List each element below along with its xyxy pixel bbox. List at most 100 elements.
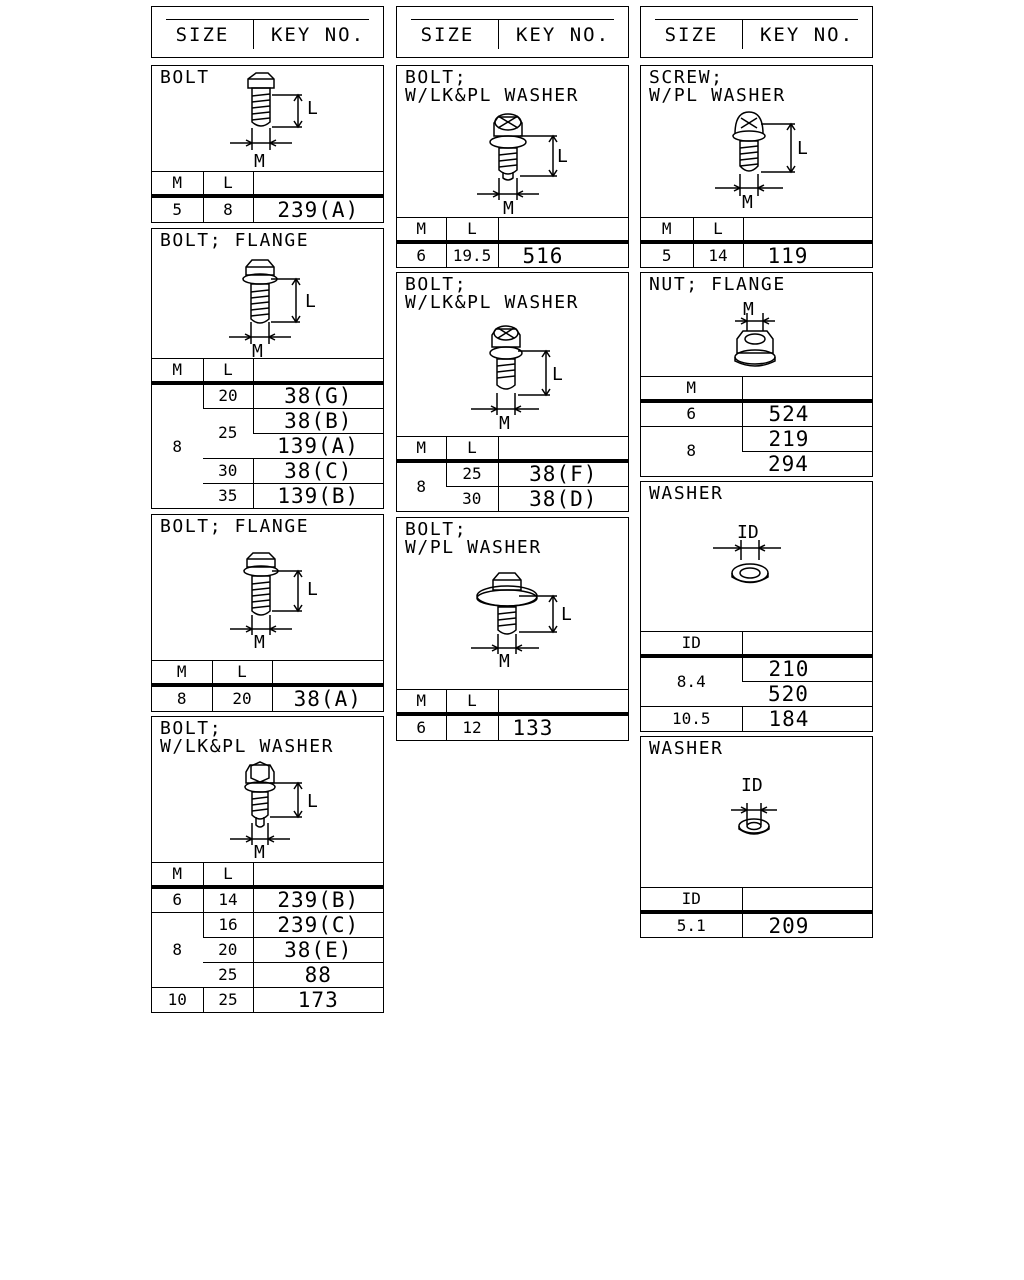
dimension-m-label: M: [742, 192, 753, 213]
dimension-l-label: L: [797, 138, 808, 159]
size-id-cell: 10.5: [641, 705, 742, 731]
size-l-cell: 30: [446, 485, 498, 511]
key-no-cell: 88: [252, 961, 383, 987]
flange-bolt-drawing: [230, 552, 303, 635]
dimension-l-label: L: [552, 364, 563, 385]
size-l-cell: 12: [445, 712, 498, 740]
size-l-cell: 25: [202, 986, 253, 1012]
col-header-m: M: [641, 376, 742, 401]
size-m-cell: 6: [641, 399, 742, 426]
col-header-l: L: [202, 171, 253, 196]
size-l-cell: 8: [202, 194, 253, 222]
bolt-pl-washer-drawing: [471, 572, 558, 654]
key-no-cell: 38(C): [252, 457, 383, 483]
col-header-m: M: [641, 217, 693, 242]
size-l-cell: 35: [203, 482, 253, 508]
washer-drawing: [731, 803, 777, 835]
column-header-3: SIZE KEY NO.: [640, 6, 873, 58]
table-row: 294: [641, 450, 872, 476]
key-no-cell: 139(A): [253, 432, 383, 458]
col-header-l: L: [202, 358, 253, 383]
col-header-m: M: [397, 436, 446, 461]
table-row: 139(A): [152, 432, 383, 458]
col-header-id: ID: [641, 887, 742, 912]
size-m-cell: 8: [641, 425, 742, 476]
dimension-m-label: M: [499, 651, 510, 672]
size-m-cell: 10: [152, 986, 203, 1012]
flange-nut-drawing: [734, 313, 776, 367]
panel-title-line1: BOLT;: [405, 274, 468, 295]
panel-title: NUT; FLANGE: [649, 274, 786, 295]
panel-title-line1: BOLT;: [405, 67, 468, 88]
panel-title-line2: W/LK&PL WASHER: [160, 736, 335, 757]
key-no-cell: 239(C): [252, 911, 383, 937]
bolt-lk-pl-washer-drawing: [477, 113, 558, 200]
size-l-cell: 20: [202, 381, 253, 408]
key-no-cell: 520: [742, 680, 872, 706]
panel-title-line2: W/LK&PL WASHER: [405, 85, 580, 106]
key-no-cell: 184: [741, 705, 872, 731]
panel-title-line1: SCREW;: [649, 67, 724, 88]
size-l-cell: 30: [203, 457, 253, 483]
size-m-cell: 5: [152, 194, 203, 222]
col-header-l: L: [445, 436, 498, 461]
size-m-cell: 5: [641, 240, 693, 267]
dimension-m-label: M: [254, 842, 265, 863]
flange-bolt-drawing: [229, 259, 301, 344]
col-header-m: M: [152, 660, 212, 685]
col-header-m: M: [152, 358, 203, 383]
dimension-l-label: L: [561, 604, 572, 625]
panel-title-line1: BOLT;: [405, 519, 468, 540]
bolt-drawing: [230, 72, 303, 150]
size-l-cell: 25: [445, 459, 498, 486]
key-no-cell: 38(B): [252, 407, 383, 433]
size-m-cell: 6: [397, 712, 446, 740]
panel-title: BOLT: [160, 67, 210, 88]
col-header-m: M: [397, 217, 446, 242]
screw-pl-washer-drawing: [715, 111, 796, 196]
dimension-m-label: M: [254, 632, 265, 653]
key-no-cell: 219: [741, 425, 872, 451]
dimension-l-label: L: [307, 98, 318, 119]
key-no-cell: 38(G): [252, 381, 383, 408]
key-no-cell: 119: [742, 240, 872, 267]
column-header-1: SIZE KEY NO.: [151, 6, 384, 58]
col-header-m: M: [397, 689, 446, 714]
col-header-id: ID: [641, 631, 742, 656]
dimension-l-label: L: [305, 291, 316, 312]
key-no-cell: 173: [252, 986, 383, 1012]
col-header-l: L: [445, 217, 498, 242]
dimension-m-label: M: [743, 299, 754, 320]
col-header-l: L: [692, 217, 743, 242]
key-no-cell: 516: [497, 240, 628, 267]
washer-drawing: [713, 540, 781, 584]
col-header-l: L: [211, 660, 272, 685]
size-header-label: SIZE: [420, 24, 475, 46]
panel-title-line1: BOLT;: [160, 718, 223, 739]
col-header-m: M: [152, 171, 203, 196]
panel-title: WASHER: [649, 483, 724, 504]
dimension-m-label: M: [503, 198, 514, 219]
size-l-cell: 14: [202, 885, 253, 912]
